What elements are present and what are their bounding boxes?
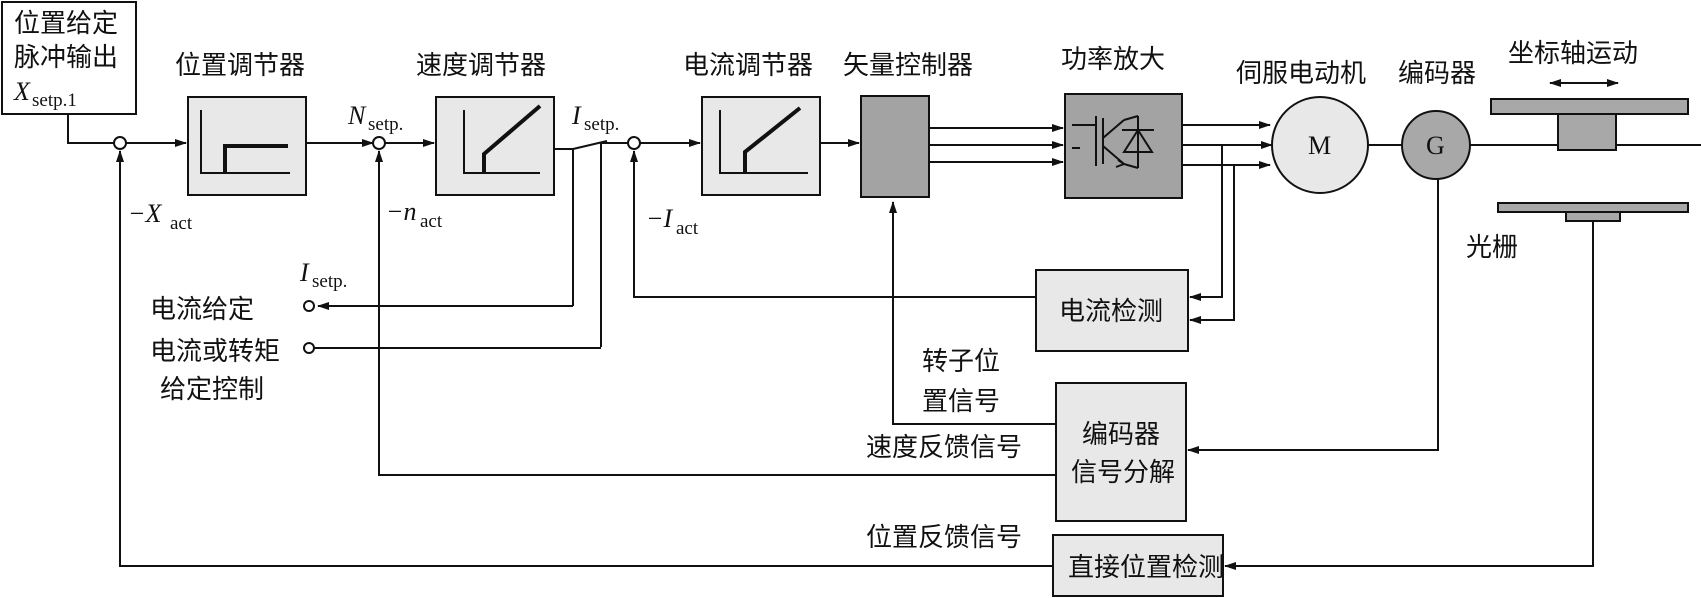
- diode-symbol: [1122, 116, 1154, 168]
- torque-ctrl-label2: 给定控制: [160, 375, 264, 405]
- i-setp-symbol: I: [571, 101, 582, 130]
- i-act-subscript: act: [676, 218, 699, 239]
- curreg-characteristic: [743, 106, 802, 172]
- grating-label: 光栅: [1466, 233, 1518, 263]
- i-setp-subscript: setp.: [584, 114, 619, 135]
- encoder-decode-block: 编码器 信号分解: [1055, 382, 1187, 522]
- vector-controller-block: 矢量控制器: [843, 51, 973, 198]
- direct-position-detection-block: 直接位置检测: [1052, 534, 1224, 597]
- current-setpoint-label: 电流给定: [150, 295, 254, 325]
- n-setp-symbol: N: [347, 101, 367, 130]
- speed-feedback-label: 速度反馈信号: [866, 433, 1022, 463]
- igbt-symbol: [1072, 116, 1125, 166]
- axis-motion-label: 坐标轴运动: [1508, 39, 1638, 69]
- power-amplifier-block: 功率放大: [1061, 45, 1183, 199]
- axis-motion: 坐标轴运动: [1490, 39, 1689, 151]
- rotor-position-label1: 转子位: [922, 347, 1000, 377]
- current-detection-block: 电流检测: [1035, 269, 1189, 352]
- encoder-decode-label2: 信号分解: [1071, 458, 1175, 488]
- linear-grating: 光栅: [1466, 202, 1689, 263]
- motor-to-currentdet-line2: [1189, 165, 1235, 324]
- speedreg-axes: [463, 110, 540, 174]
- motor-to-currentdet-line1: [1189, 145, 1223, 301]
- speed-regulator-block: 速度调节器: [416, 51, 555, 196]
- axis-carriage: [1557, 113, 1617, 151]
- posreg-axes: [200, 110, 290, 174]
- summing-junction-position: [113, 136, 127, 150]
- encoder-label: 编码器: [1398, 59, 1476, 89]
- grating-to-detection-arrow: [1224, 221, 1594, 570]
- speed-feedback-arrow: [375, 150, 1056, 476]
- position-regulator-block: 位置调节器: [175, 51, 307, 196]
- current-regulator-label: 电流调节器: [683, 51, 813, 81]
- rotor-position-arrow: [889, 201, 1056, 425]
- generator-symbol: G: [1426, 131, 1445, 160]
- vector-controller-label: 矢量控制器: [843, 51, 973, 81]
- output-label-line1: 位置给定: [14, 9, 118, 39]
- current-feedback-arrow: [630, 150, 1036, 298]
- power-amplifier-label: 功率放大: [1061, 45, 1165, 75]
- x-setp-subscript: setp.1: [32, 90, 77, 111]
- current-setpoint-terminal: [303, 300, 315, 312]
- current-detection-label: 电流检测: [1059, 297, 1163, 327]
- speed-regulator-label: 速度调节器: [416, 51, 546, 81]
- output-to-sum1-line: [67, 114, 114, 144]
- grating-scale: [1497, 202, 1689, 213]
- axis-table: [1490, 98, 1689, 115]
- i-act-symbol: −I: [646, 204, 674, 233]
- direct-position-detection-label: 直接位置检测: [1068, 553, 1224, 583]
- posreg-characteristic: [223, 144, 288, 172]
- torque-control-terminal: [303, 342, 315, 354]
- curreg-axes: [719, 110, 808, 174]
- speedreg-characteristic: [482, 104, 542, 172]
- x-act-subscript: act: [170, 213, 193, 234]
- motor-symbol: M: [1308, 131, 1331, 160]
- amp-inner-wires: [1123, 115, 1139, 169]
- torque-ctrl-label1: 电流或转矩: [150, 337, 280, 367]
- i-setp2-symbol: I: [299, 258, 310, 287]
- summing-junction-speed: [372, 136, 386, 150]
- position-regulator-label: 位置调节器: [175, 51, 305, 81]
- x-act-symbol: −X: [128, 199, 163, 228]
- n-act-subscript: act: [420, 211, 443, 232]
- n-act-symbol: −n: [386, 197, 417, 226]
- encoder-to-decode-arrow: [1187, 179, 1439, 454]
- x-setp-symbol: X: [13, 77, 31, 106]
- position-output-box: 位置给定 脉冲输出 X setp.1: [1, 1, 137, 115]
- grating-reader: [1565, 211, 1621, 222]
- servo-motor: 伺服电动机 M: [1236, 59, 1369, 194]
- i-setp2-subscript: setp.: [312, 271, 347, 292]
- encoder-decode-label1: 编码器: [1082, 420, 1160, 450]
- encoder-generator: 编码器 G: [1398, 59, 1476, 180]
- servo-motor-label: 伺服电动机: [1236, 59, 1366, 89]
- rotor-position-label2: 置信号: [922, 387, 1000, 417]
- position-feedback-label: 位置反馈信号: [866, 523, 1022, 553]
- current-regulator-block: 电流调节器: [683, 51, 821, 196]
- summing-junction-current: [627, 136, 641, 150]
- n-setp-subscript: setp.: [368, 114, 403, 135]
- output-label-line2: 脉冲输出: [14, 43, 118, 73]
- position-feedback-arrow: [116, 150, 1053, 567]
